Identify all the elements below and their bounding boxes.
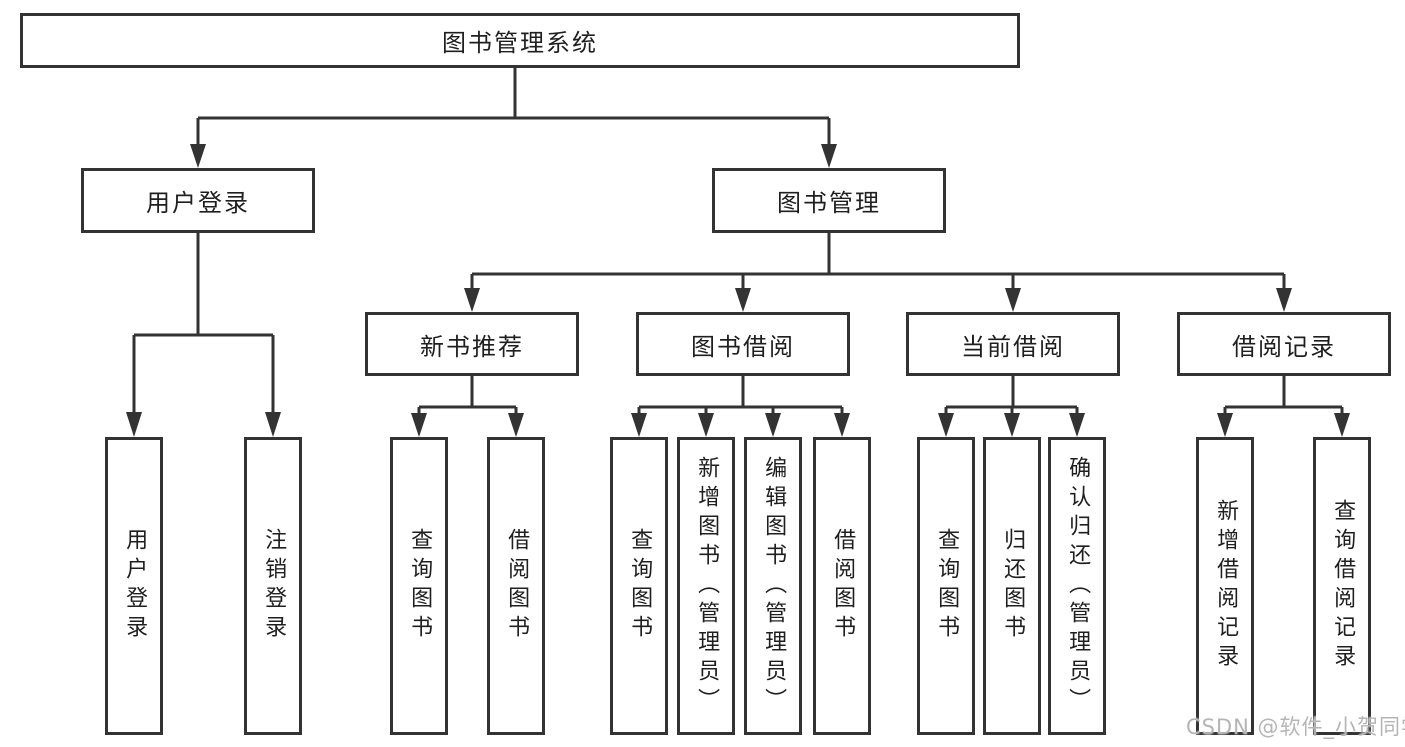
node-user-login: 用户登录 [81,168,315,233]
leaf-query-books-1: 查询图书 [390,437,448,735]
node-current-borrow: 当前借阅 [906,312,1120,376]
node-borrow-records: 借阅记录 [1177,312,1391,376]
csdn-watermark: CSDN @软件_小贺同学 [1186,715,1405,739]
leaf-confirm-return-admin: 确认归还（管理员） [1048,437,1106,735]
leaf-label: 新增借阅记录 [1213,499,1239,673]
leaf-query-books-3: 查询图书 [917,437,975,735]
arrowheads [126,144,1350,437]
leaf-label: 查询图书 [407,528,433,644]
leaf-query-books-2: 查询图书 [610,437,668,735]
node-label: 图书管理 [777,189,881,217]
leaf-add-borrow-record: 新增借阅记录 [1196,437,1254,735]
node-label: 当前借阅 [961,332,1065,361]
leaf-label: 确认归还（管理员） [1065,455,1091,717]
leaf-label: 查询图书 [934,528,960,644]
leaf-label: 查询借阅记录 [1330,499,1356,673]
node-library-management-system: 图书管理系统 [20,13,1020,68]
leaf-return-books: 归还图书 [983,437,1041,735]
leaf-label: 查询图书 [627,528,653,644]
node-label: 图书管理系统 [442,29,598,57]
leaf-label: 用户登录 [122,528,148,644]
node-book-borrow: 图书借阅 [636,312,850,376]
node-book-management: 图书管理 [712,168,946,233]
leaf-label: 新增图书（管理员） [694,455,720,717]
leaf-borrow-books-2: 借阅图书 [813,437,871,735]
leaf-label: 注销登录 [261,528,287,644]
node-label: 借阅记录 [1232,332,1336,361]
node-label: 图书借阅 [691,332,795,361]
leaf-edit-books-admin: 编辑图书（管理员） [744,437,802,735]
leaf-add-books-admin: 新增图书（管理员） [677,437,735,735]
leaf-query-borrow-record: 查询借阅记录 [1313,437,1371,735]
leaf-label: 借阅图书 [830,528,856,644]
node-label: 新书推荐 [420,332,524,361]
leaf-label: 借阅图书 [504,528,530,644]
leaf-user-login: 用户登录 [105,437,163,735]
connector-paths [132,68,1344,417]
node-new-book-recommend: 新书推荐 [365,312,579,376]
node-label: 用户登录 [146,189,250,217]
leaf-logout: 注销登录 [244,437,302,735]
leaf-label: 归还图书 [1000,528,1026,644]
leaf-label: 编辑图书（管理员） [761,455,787,717]
leaf-borrow-books-1: 借阅图书 [487,437,545,735]
